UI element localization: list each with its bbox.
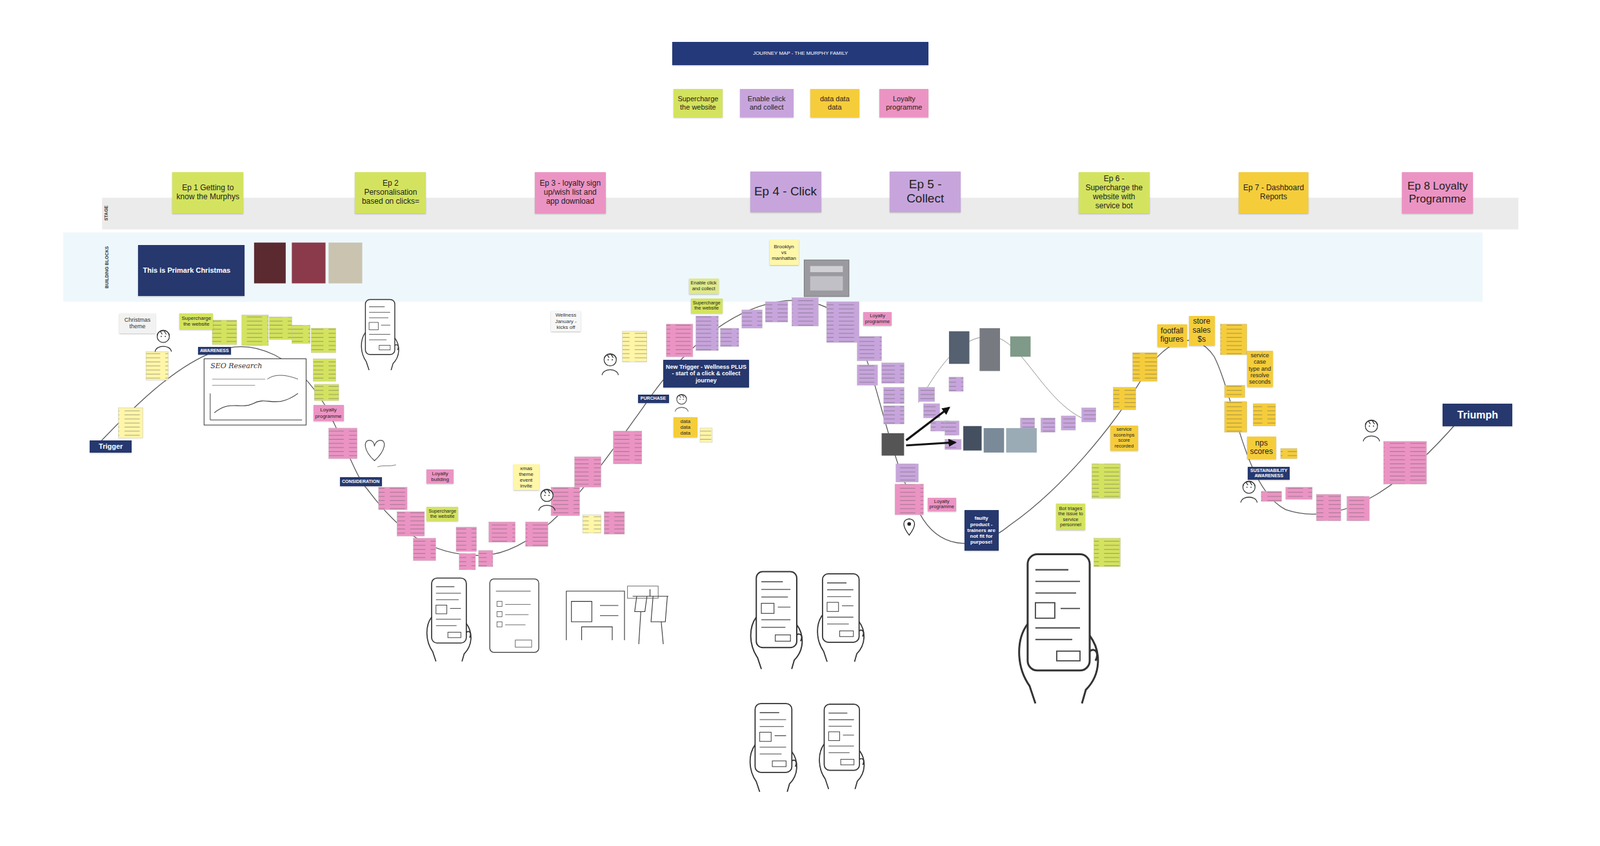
- node-text: Loyalty building: [427, 470, 453, 483]
- sticky-note: footfall figures: [1157, 324, 1188, 348]
- node-text: Ep 6 - Supercharge the website with serv…: [1081, 174, 1148, 211]
- node-text: store sales $s: [1191, 317, 1213, 344]
- sticky-note: xmas theme event invite: [513, 464, 540, 491]
- sticky-note: Enable click and collect: [689, 278, 719, 295]
- node-text: Ep 1 Getting to know the Murphys: [174, 183, 241, 202]
- node-text: Ep 5 - Collect: [892, 177, 959, 206]
- sticky-note: service score/nps score recorded: [1110, 425, 1139, 452]
- sticky-note: store sales $s: [1189, 316, 1215, 346]
- sticky-note: Ep 3 - loyalty sign up/wish list and app…: [534, 172, 606, 213]
- sticky-note: Bot triages the issue to service personn…: [1056, 503, 1086, 531]
- title-bar: JOURNEY MAP - THE MURPHY FAMILY: [672, 41, 929, 66]
- node-text: Ep 2 Personalisation based on clicks=: [357, 179, 424, 206]
- sticky-note: Ep 2 Personalisation based on clicks=: [354, 172, 426, 213]
- node-text: Trigger: [90, 442, 131, 451]
- node-text: data data data: [674, 418, 697, 437]
- node-text: Christmas theme: [120, 316, 155, 331]
- node-text: Loyalty programme: [864, 313, 891, 325]
- sticky-note: Ep 1 Getting to know the Murphys: [172, 172, 244, 213]
- sticky-note: Loyalty programme: [313, 405, 344, 422]
- sticky-note: Loyalty programme: [863, 312, 892, 326]
- stage-label: New Trigger - Wellness PLUS - start of a…: [663, 360, 750, 388]
- sticky-note: Ep 5 - Collect: [889, 171, 961, 213]
- sketch-label: SEO Research: [209, 361, 264, 371]
- node-text: Supercharge the website: [427, 509, 457, 520]
- legend-swatch: data data data: [810, 89, 860, 118]
- node-text: footfall figures: [1160, 327, 1185, 346]
- node-text: SUSTAINABILITY AWARENESS: [1249, 468, 1289, 479]
- stage-label: AWARENESS: [198, 347, 231, 356]
- sticky-note: Wellness January - kicks off: [550, 310, 581, 332]
- sticky-note: Ep 4 - Click: [750, 171, 822, 213]
- sticky-note: service case type and resolve seconds: [1247, 350, 1273, 388]
- node-text: xmas theme event invite: [514, 465, 539, 490]
- stage-label: This is Primark Christmas: [138, 245, 245, 297]
- sticky-note: Brooklyn vs manhattan: [769, 240, 799, 266]
- sticky-note: Loyalty building: [426, 469, 454, 484]
- legend-text: data data data: [812, 94, 857, 111]
- stage-label: Triumph: [1442, 403, 1513, 427]
- band-label: BUILDING BLOCKS: [104, 246, 110, 289]
- node-text: Ep 7 - Dashboard Reports: [1241, 183, 1306, 202]
- node-text: service case type and resolve seconds: [1248, 352, 1272, 386]
- node-text: Ep 4 - Click: [752, 184, 819, 199]
- sticky-note: Loyalty programme: [927, 498, 957, 512]
- sticky-note: Supercharge the website: [426, 507, 459, 522]
- node-text: New Trigger - Wellness PLUS - start of a…: [664, 363, 748, 384]
- sticky-note: Christmas theme: [119, 313, 156, 335]
- sticky-note: nps scores: [1247, 436, 1277, 460]
- node-text: Brooklyn vs manhattan: [770, 243, 798, 262]
- node-text: This is Primark Christmas: [143, 266, 244, 275]
- sticky-note: Supercharge the website: [690, 298, 723, 313]
- sticky-note: Ep 7 - Dashboard Reports: [1238, 172, 1309, 213]
- node-text: Ep 8 Loyalty Programme: [1404, 180, 1471, 206]
- sticky-note: Ep 6 - Supercharge the website with serv…: [1078, 172, 1150, 213]
- node-text: service score/nps score recorded: [1111, 427, 1137, 450]
- band-label: STAGE: [103, 205, 109, 222]
- node-text: Loyalty programme: [929, 499, 955, 511]
- legend-swatch: Loyalty programme: [879, 89, 929, 118]
- node-text: Loyalty programme: [314, 407, 343, 419]
- node-text: Bot triages the issue to service personn…: [1057, 506, 1084, 530]
- node-text: faulty product - trainers are not fit fo…: [965, 515, 998, 546]
- title-text: JOURNEY MAP - THE MURPHY FAMILY: [676, 50, 925, 57]
- node-text: Enable click and collect: [690, 280, 718, 292]
- legend-swatch: Enable click and collect: [740, 89, 794, 118]
- stage-label: CONSIDERATION: [340, 477, 382, 487]
- node-text: Wellness January - kicks off: [552, 312, 580, 331]
- stage-label: faulty product - trainers are not fit fo…: [964, 510, 999, 551]
- node-text: nps scores: [1249, 439, 1274, 458]
- legend-swatch: Supercharge the website: [673, 89, 723, 118]
- stage-label: PURCHASE: [638, 394, 670, 404]
- node-text: Supercharge the website: [692, 300, 722, 312]
- legend-text: Enable click and collect: [742, 94, 791, 111]
- legend-text: Loyalty programme: [881, 94, 926, 111]
- sticky-note: Supercharge the website: [179, 313, 213, 330]
- node-text: Ep 3 - loyalty sign up/wish list and app…: [537, 179, 604, 206]
- stage-label: SUSTAINABILITY AWARENESS: [1247, 467, 1290, 480]
- node-text: PURCHASE: [639, 396, 668, 402]
- node-text: Triumph: [1445, 409, 1510, 422]
- node-text: Supercharge the website: [180, 315, 212, 328]
- sticky-note: Ep 8 Loyalty Programme: [1401, 172, 1473, 213]
- node-text: AWARENESS: [199, 348, 230, 354]
- sticky-note: data data data: [673, 417, 698, 439]
- legend-text: Supercharge the website: [676, 94, 720, 111]
- stage-label: Trigger: [89, 440, 132, 453]
- node-text: CONSIDERATION: [341, 479, 381, 485]
